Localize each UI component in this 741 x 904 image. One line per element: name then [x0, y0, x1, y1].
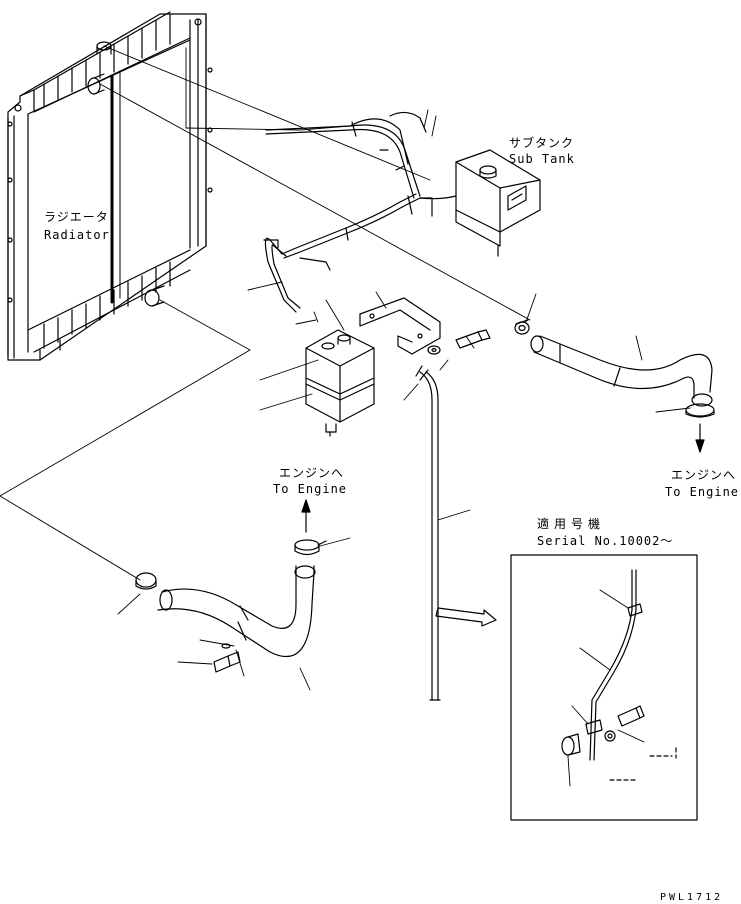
- to-engine-upper-label-en: To Engine: [273, 482, 348, 496]
- upper-hose: [515, 320, 714, 452]
- serial-label-jp: 適用号機: [537, 517, 606, 531]
- subtank-label-en: Sub Tank: [509, 152, 575, 166]
- inset-arrow: [436, 608, 496, 626]
- to-engine-upper-label-jp: エンジンへ: [279, 466, 345, 480]
- inset-box: [511, 555, 697, 820]
- radiator: [8, 12, 212, 360]
- subtank-label-jp: サブタンク: [509, 136, 575, 150]
- drawing-code: PWL1712: [660, 892, 724, 903]
- leader-lines: [118, 110, 690, 786]
- overflow-hose: [264, 112, 432, 312]
- bolt-washer: [428, 330, 490, 354]
- tank-bracket: [360, 298, 440, 354]
- reserve-tank: [306, 330, 374, 436]
- sub-tank: [420, 150, 540, 256]
- drain-tube: [416, 366, 440, 700]
- to-engine-right-label-en: To Engine: [665, 485, 740, 499]
- radiator-label-jp: ラジエータ: [44, 210, 109, 224]
- radiator-label-en: Radiator: [44, 228, 110, 242]
- lower-hose: [136, 500, 326, 672]
- reference-lines: [0, 46, 530, 580]
- serial-label-en: Serial No.10002～: [537, 534, 674, 548]
- to-engine-right-label-jp: エンジンへ: [671, 468, 737, 482]
